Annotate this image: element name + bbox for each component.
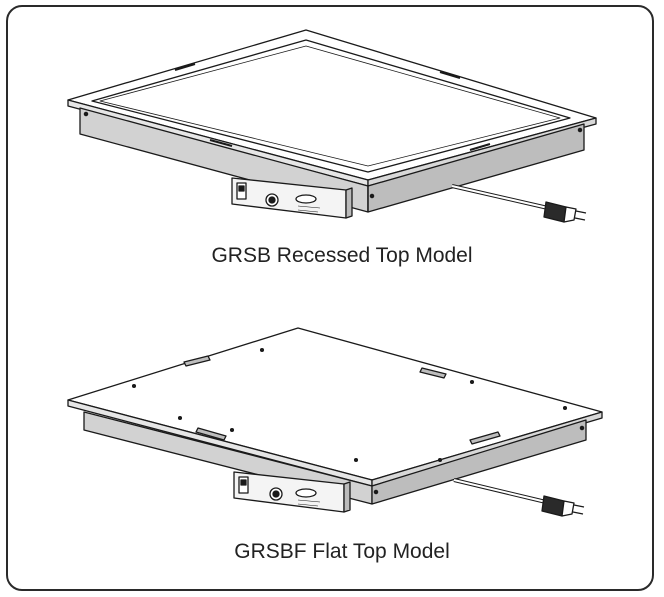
caption-flat: GRSBF Flat Top Model <box>234 540 450 563</box>
figure-frame <box>6 5 654 591</box>
caption-recessed: GRSB Recessed Top Model <box>211 244 473 267</box>
flat-right-wall <box>371 419 587 505</box>
plug-2 <box>541 495 565 517</box>
recessed-pan <box>91 39 571 173</box>
